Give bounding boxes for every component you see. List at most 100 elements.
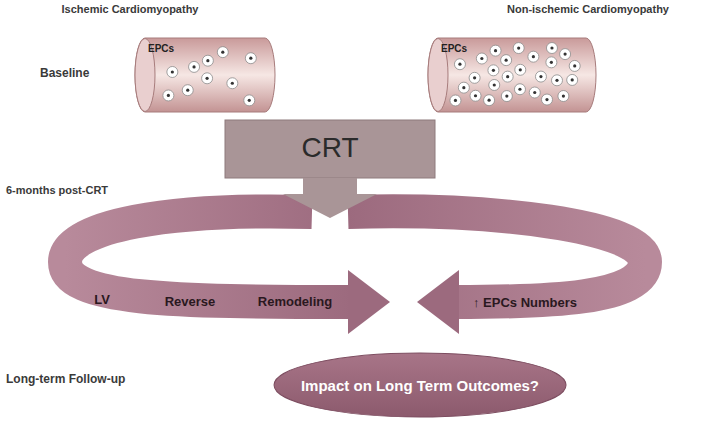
column-heading: Ischemic Cardiomyopathy bbox=[62, 3, 199, 15]
epc-cell bbox=[569, 60, 580, 71]
cell-nucleus bbox=[505, 94, 508, 97]
epc-cell bbox=[501, 91, 512, 102]
column-heading: Non-ischemic Cardiomyopathy bbox=[507, 3, 669, 15]
arrow-text: ↑ EPCs Numbers bbox=[473, 295, 577, 310]
epc-cell bbox=[458, 82, 469, 93]
epc-cell bbox=[490, 45, 501, 56]
epc-cell bbox=[450, 95, 461, 106]
epc-cell bbox=[470, 90, 481, 101]
cell-label: EPCs bbox=[441, 43, 467, 54]
cell-nucleus bbox=[517, 46, 520, 49]
epc-cell bbox=[513, 43, 524, 54]
epc-cell bbox=[488, 65, 499, 76]
cell-nucleus bbox=[458, 63, 461, 66]
row-heading: Long-term Follow-up bbox=[6, 372, 125, 386]
epc-cell bbox=[182, 85, 193, 96]
row-heading: 6-months post-CRT bbox=[6, 184, 108, 196]
cycle-band bbox=[348, 211, 645, 302]
epc-cell bbox=[529, 87, 540, 98]
cell-label: EPCs bbox=[148, 43, 174, 54]
cell-nucleus bbox=[550, 46, 553, 49]
cell-nucleus bbox=[494, 49, 497, 52]
cell-nucleus bbox=[171, 70, 174, 73]
outcome-text: Impact on Long Term Outcomes? bbox=[301, 377, 539, 394]
cell-nucleus bbox=[550, 61, 553, 64]
cell-nucleus bbox=[248, 99, 251, 102]
epc-cell bbox=[515, 64, 526, 75]
epc-cell bbox=[528, 51, 539, 62]
epc-cell bbox=[502, 71, 513, 82]
epc-cell bbox=[560, 49, 571, 60]
therapy-arrow-box: CRT bbox=[225, 120, 435, 220]
cell-nucleus bbox=[518, 88, 521, 91]
arrow-text: Reverse bbox=[165, 294, 216, 309]
epc-cell bbox=[244, 95, 255, 106]
epc-cell bbox=[489, 79, 500, 90]
epc-cell bbox=[551, 75, 562, 86]
cell-nucleus bbox=[167, 94, 170, 97]
cell-nucleus bbox=[487, 99, 490, 102]
vessel-tube: EPCs bbox=[428, 38, 596, 112]
cell-nucleus bbox=[545, 98, 548, 101]
epc-cell bbox=[202, 73, 213, 84]
cell-nucleus bbox=[462, 86, 465, 89]
epc-cell bbox=[189, 61, 200, 72]
cycle-arrow-label: LV Reverse Remodeling bbox=[60, 285, 360, 319]
cell-nucleus bbox=[492, 69, 495, 72]
epc-cell bbox=[469, 72, 480, 83]
cell-nucleus bbox=[249, 57, 252, 60]
cell-nucleus bbox=[480, 57, 483, 60]
epc-cell bbox=[245, 53, 256, 64]
epc-cell bbox=[227, 78, 238, 89]
epc-cell bbox=[167, 66, 178, 77]
cell-nucleus bbox=[573, 64, 576, 67]
cell-nucleus bbox=[221, 51, 224, 54]
cell-nucleus bbox=[473, 76, 476, 79]
cell-nucleus bbox=[454, 99, 457, 102]
cell-nucleus bbox=[506, 75, 509, 78]
cycle-arrow-label: ↑ EPCs Numbers bbox=[455, 285, 595, 319]
outcome-ellipse: Impact on Long Term Outcomes? bbox=[273, 352, 567, 418]
cell-nucleus bbox=[493, 83, 496, 86]
cell-nucleus bbox=[206, 59, 209, 62]
epc-cell bbox=[163, 90, 174, 101]
arrow-head bbox=[417, 270, 459, 334]
epc-cell bbox=[514, 84, 525, 95]
outcome-shape bbox=[274, 353, 566, 417]
cell-nucleus bbox=[539, 75, 542, 78]
cell-nucleus bbox=[186, 89, 189, 92]
epc-cell bbox=[476, 53, 487, 64]
cell-nucleus bbox=[532, 55, 535, 58]
cell-nucleus bbox=[231, 82, 234, 85]
epc-cell bbox=[454, 59, 465, 70]
cell-nucleus bbox=[555, 79, 558, 82]
cell-nucleus bbox=[571, 78, 574, 81]
arrow-text: Remodeling bbox=[258, 294, 332, 309]
epc-cell bbox=[217, 47, 228, 58]
cycle-band bbox=[65, 211, 352, 302]
cell-nucleus bbox=[192, 65, 195, 68]
therapy-arrow bbox=[283, 178, 377, 218]
vessel-tube: EPCs bbox=[135, 38, 275, 112]
arrow-head bbox=[348, 270, 390, 334]
epc-cell bbox=[541, 94, 552, 105]
epc-cell bbox=[546, 43, 557, 54]
cell-nucleus bbox=[533, 91, 536, 94]
cell-nucleus bbox=[205, 77, 208, 80]
cell-nucleus bbox=[519, 68, 522, 71]
therapy-box bbox=[225, 120, 435, 178]
vessel-body bbox=[428, 38, 596, 112]
epc-cell bbox=[501, 55, 512, 66]
epc-cell bbox=[558, 91, 569, 102]
epc-cell bbox=[535, 71, 546, 82]
cell-nucleus bbox=[505, 59, 508, 62]
vessel-body bbox=[135, 38, 275, 112]
therapy-label: CRT bbox=[225, 132, 435, 164]
arrow-text: LV bbox=[94, 292, 110, 307]
cell-nucleus bbox=[562, 94, 565, 97]
cell-nucleus bbox=[474, 94, 477, 97]
row-heading: Baseline bbox=[40, 66, 89, 80]
epc-cell bbox=[567, 74, 578, 85]
epc-cell bbox=[546, 57, 557, 68]
epc-cell bbox=[202, 55, 213, 66]
